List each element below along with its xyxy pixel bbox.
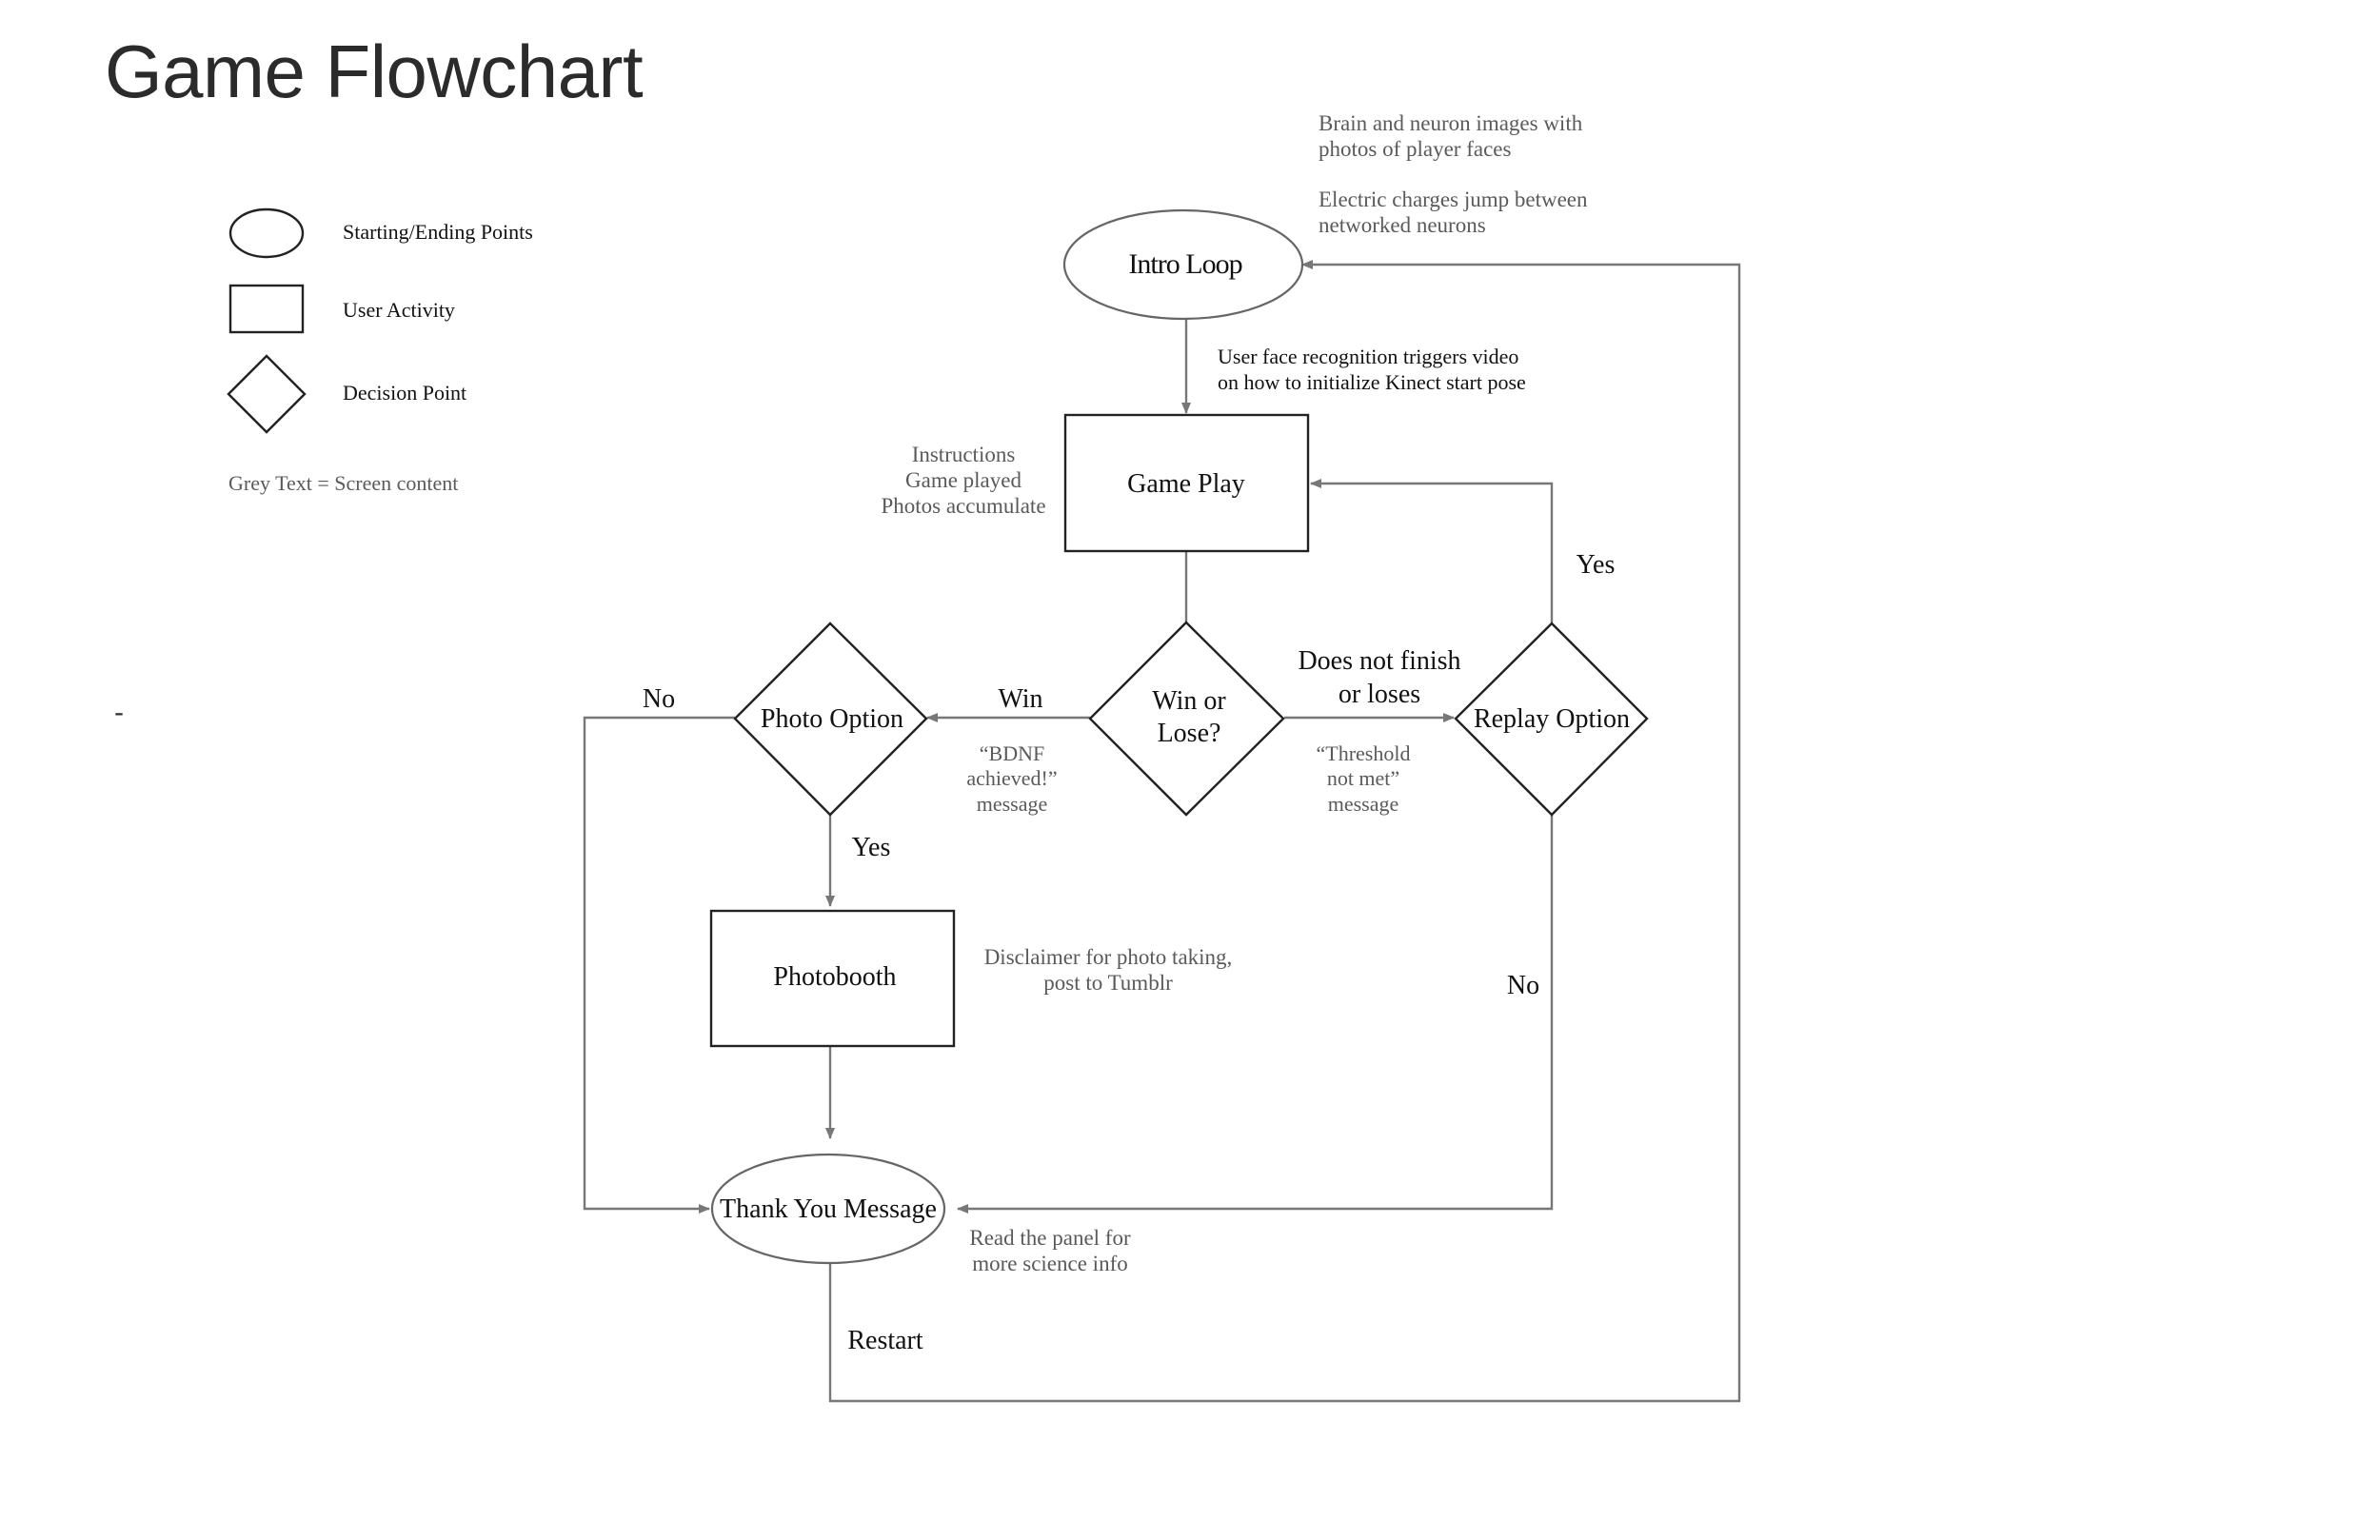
node-photo-option-label: Photo Option xyxy=(761,704,903,734)
annotation-bdnf-message: “BDNF achieved!” message xyxy=(966,741,1057,816)
annotation-panel-line-2: more science info xyxy=(972,1252,1127,1275)
node-thank-you-label: Thank You Message xyxy=(720,1194,937,1224)
node-win-or-lose-line-1: Win or xyxy=(1152,686,1226,716)
annotation-intro-screen: Brain and neuron images with photos of p… xyxy=(1319,111,1588,237)
node-intro-loop-label: Intro Loop xyxy=(1128,248,1241,280)
node-thank-you-message: Thank You Message xyxy=(710,1153,946,1265)
edge-replay-no-to-thankyou xyxy=(957,814,1554,1214)
legend-diamond-icon xyxy=(227,354,307,434)
legend-label-start-end: Starting/Ending Points xyxy=(343,220,533,244)
annotation-game-line-3: Photos accumulate xyxy=(881,494,1045,518)
annotation-face-recognition: User face recognition triggers video on … xyxy=(1218,345,1526,394)
annotation-disclaimer-line-2: post to Tumblr xyxy=(1043,971,1173,995)
annotation-panel-line-1: Read the panel for xyxy=(969,1226,1131,1250)
edge-label-does-not-finish-2: or loses xyxy=(1339,680,1420,709)
edge-label-does-not-finish-1: Does not finish xyxy=(1298,646,1460,676)
annotation-game-screen: Instructions Game played Photos accumula… xyxy=(881,443,1045,518)
node-win-or-lose: Win or Lose? xyxy=(1088,621,1285,817)
annotation-game-line-2: Game played xyxy=(905,468,1021,492)
annotation-intro-line-3: Electric charges jump between xyxy=(1319,188,1588,211)
edge-label-photo-yes: Yes xyxy=(852,833,891,862)
edge-label-restart: Restart xyxy=(847,1326,923,1355)
annotation-threshold-line-1: “Threshold xyxy=(1317,741,1411,765)
node-replay-option: Replay Option xyxy=(1454,622,1649,817)
annotation-threshold-message: “Threshold not met” message xyxy=(1317,741,1411,816)
annotation-game-line-1: Instructions xyxy=(912,443,1016,466)
legend-ellipse-icon xyxy=(228,207,305,259)
connectors xyxy=(583,260,1741,1403)
page-title: Game Flowchart xyxy=(105,30,644,113)
annotation-panel-info: Read the panel for more science info xyxy=(969,1226,1131,1275)
annotation-disclaimer-line-1: Disclaimer for photo taking, xyxy=(984,945,1233,969)
annotation-threshold-line-2: not met” xyxy=(1327,766,1399,790)
node-photo-option: Photo Option xyxy=(733,622,928,817)
node-win-or-lose-line-2: Lose? xyxy=(1158,719,1221,748)
annotation-bdnf-line-3: message xyxy=(977,792,1048,816)
annotation-intro-line-4: networked neurons xyxy=(1319,213,1486,237)
node-intro-loop: Intro Loop xyxy=(1062,208,1304,321)
node-game-play-label: Game Play xyxy=(1127,469,1245,499)
edge-photo-no-to-thankyou xyxy=(583,716,735,1214)
annotation-intro-line-2: photos of player faces xyxy=(1319,137,1512,161)
edge-label-photo-no: No xyxy=(643,684,675,714)
node-replay-option-label: Replay Option xyxy=(1474,704,1630,734)
edge-label-win: Win xyxy=(998,684,1042,714)
annotation-bdnf-line-2: achieved!” xyxy=(966,766,1057,790)
annotation-bdnf-line-1: “BDNF xyxy=(980,741,1044,765)
edge-label-replay-no: No xyxy=(1507,971,1539,1000)
stray-dash-mark: - xyxy=(114,697,124,728)
node-photobooth: Photobooth xyxy=(709,909,956,1048)
node-photobooth-label: Photobooth xyxy=(773,962,896,992)
legend-note: Grey Text = Screen content xyxy=(228,471,458,495)
annotation-threshold-line-3: message xyxy=(1328,792,1399,816)
edge-labels: Win No Yes Does not finish or loses Yes … xyxy=(643,550,1615,1355)
legend: Starting/Ending Points User Activity Dec… xyxy=(227,207,533,495)
legend-label-decision-point: Decision Point xyxy=(343,381,466,405)
annotation-face-line-1: User face recognition triggers video xyxy=(1218,345,1518,368)
node-game-play: Game Play xyxy=(1063,413,1310,553)
edge-label-replay-yes: Yes xyxy=(1577,550,1616,580)
annotation-intro-line-1: Brain and neuron images with xyxy=(1319,111,1583,135)
edge-restart-to-intro xyxy=(828,260,1741,1403)
edge-replay-yes-to-gameplay xyxy=(1310,479,1554,622)
annotations: Brain and neuron images with photos of p… xyxy=(881,111,1588,1275)
annotation-disclaimer: Disclaimer for photo taking, post to Tum… xyxy=(984,945,1233,995)
legend-label-user-activity: User Activity xyxy=(343,298,455,322)
legend-rectangle-icon xyxy=(228,284,305,334)
annotation-face-line-2: on how to initialize Kinect start pose xyxy=(1218,370,1526,394)
